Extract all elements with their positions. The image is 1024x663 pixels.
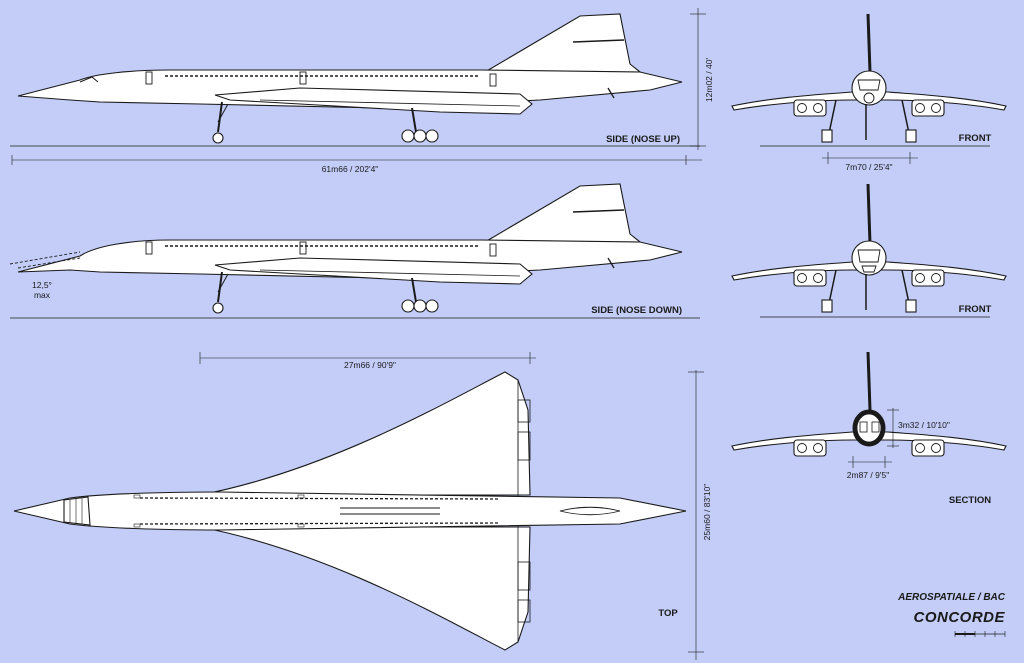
cabin-width-label: 2m87 / 9'5" [847, 470, 889, 480]
view-label-front-2: FRONT [959, 304, 992, 315]
height-label: 12m02 / 40' [704, 58, 714, 103]
track-label: 7m70 / 25'4" [845, 162, 892, 172]
wing-root-dimension: 27m66 / 90'9" [199, 352, 536, 370]
length-label: 61m66 / 202'4" [322, 164, 379, 174]
span-dimension: 25m60 / 83'10" [688, 370, 712, 660]
nose-angle-value: 12,5° [32, 280, 52, 290]
track-dimension: 7m70 / 25'4" [822, 152, 918, 172]
view-label-side-nose-up: SIDE (NOSE UP) [606, 134, 680, 145]
view-label-front-1: FRONT [959, 133, 992, 144]
scale-bar [954, 631, 1006, 637]
manufacturer-label: AEROSPATIALE / BAC [897, 592, 1006, 603]
height-dimension: 12m02 / 40' [690, 8, 714, 150]
aircraft-name: CONCORDE [913, 609, 1005, 626]
front-view-2: FRONT [731, 183, 1007, 318]
length-dimension: 61m66 / 202'4" [11, 155, 702, 174]
side-view-nose-up: SIDE (NOSE UP) [10, 13, 700, 147]
side-view-nose-down: 12,5° max SIDE (NOSE DOWN) [9, 183, 700, 319]
view-label-section: SECTION [949, 495, 991, 506]
view-label-top: TOP [658, 608, 678, 619]
title-block: AEROSPATIALE / BAC CONCORDE [897, 592, 1006, 637]
cabin-height-label: 3m32 / 10'10" [898, 420, 950, 430]
nose-angle-note: max [34, 290, 51, 300]
section-view: 3m32 / 10'10" 2m87 / 9'5" SECTION [731, 351, 1007, 506]
view-label-side-nose-down: SIDE (NOSE DOWN) [591, 305, 682, 316]
wing-root-label: 27m66 / 90'9" [344, 360, 396, 370]
span-label: 25m60 / 83'10" [702, 484, 712, 541]
front-view-1: FRONT [731, 13, 1007, 147]
top-view: TOP [13, 371, 687, 651]
